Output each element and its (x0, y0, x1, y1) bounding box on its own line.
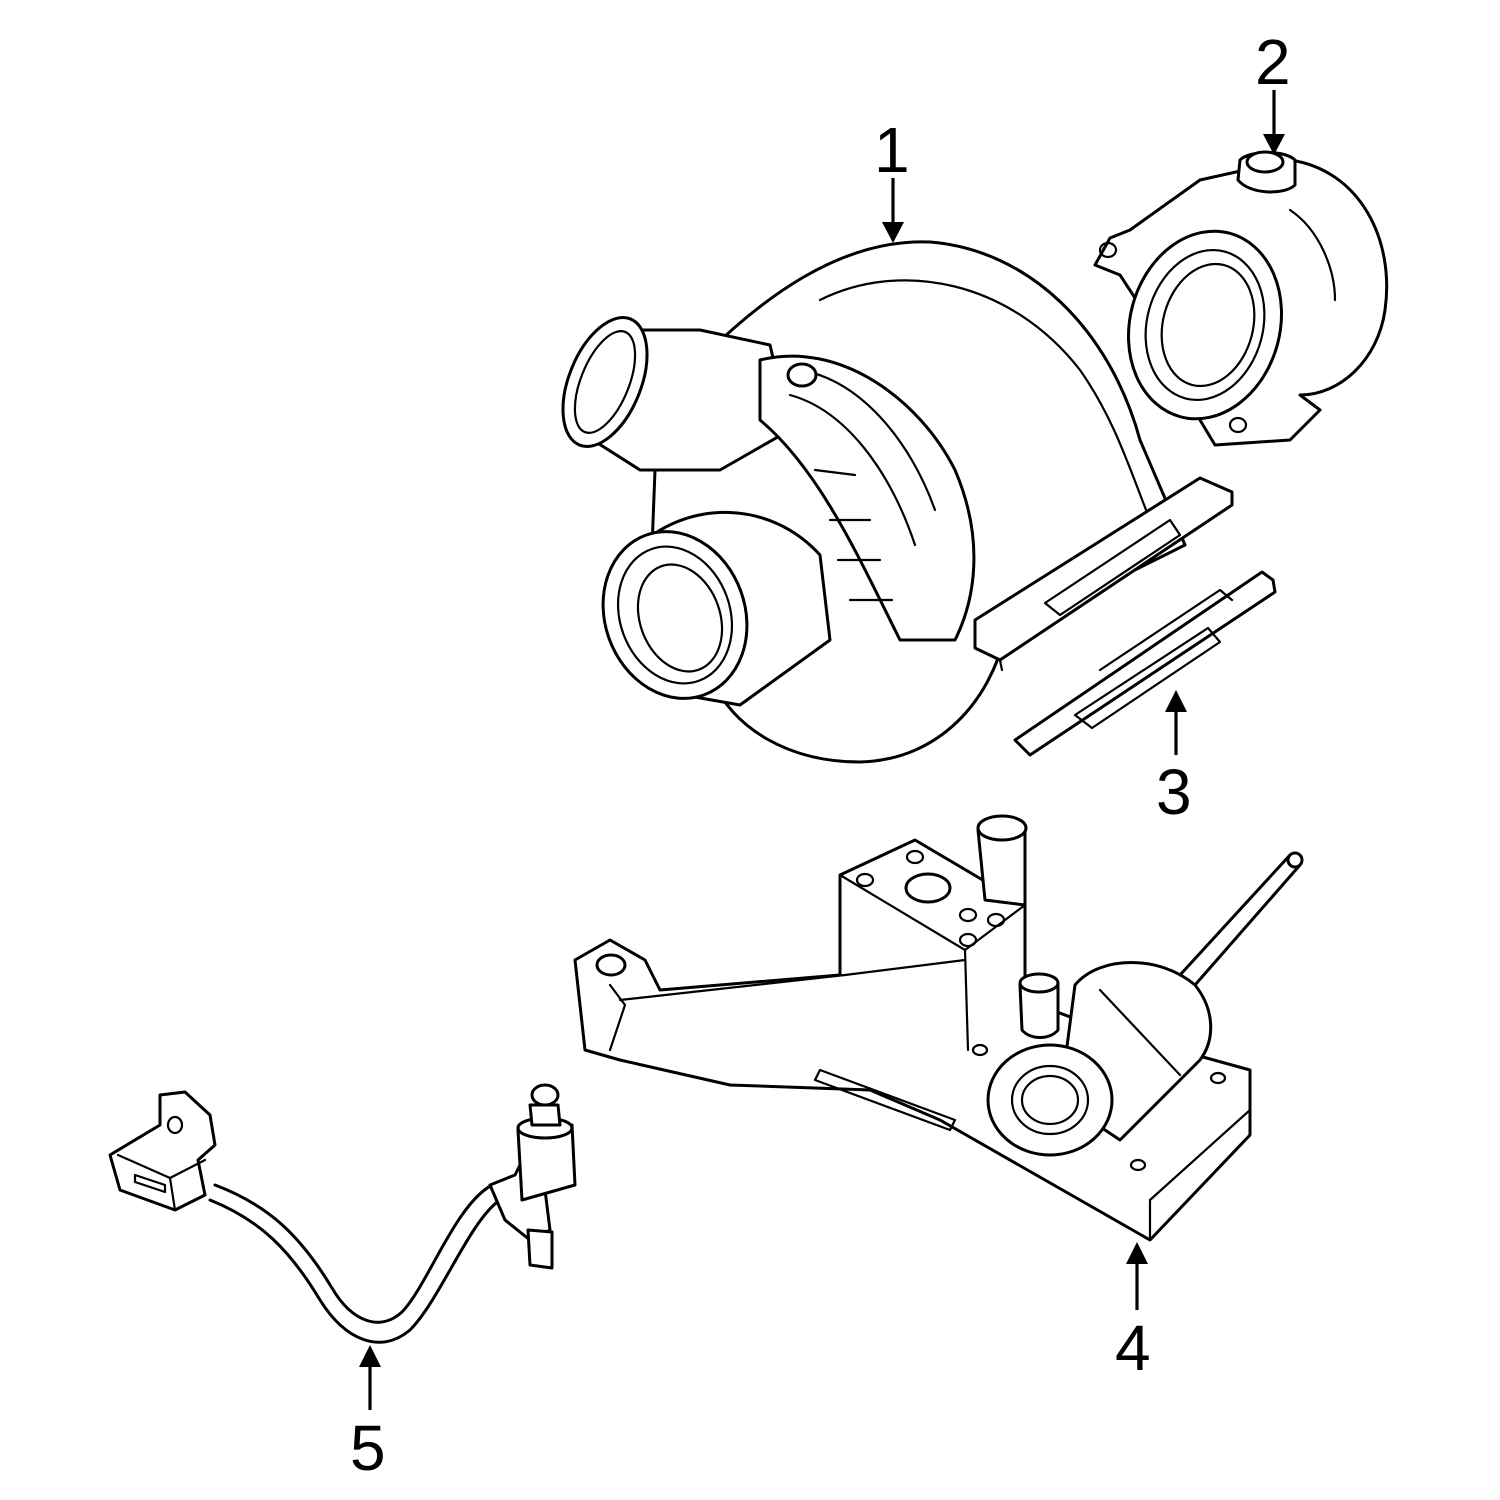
callout-5-label: 5 (350, 1412, 386, 1484)
part-4-mounting-bracket[interactable] (573, 814, 1304, 1242)
part-3-gasket[interactable] (1013, 570, 1277, 757)
part-2-elbow-adapter[interactable] (1093, 150, 1389, 447)
part-1-turbocharger[interactable] (546, 240, 1234, 764)
callout-5: 5 (350, 1345, 386, 1484)
callout-3-arrowhead (1165, 690, 1187, 712)
callout-3-label: 3 (1156, 756, 1192, 828)
part-5-sensor-harness[interactable] (108, 1083, 577, 1344)
callout-4-label: 4 (1115, 1312, 1151, 1384)
callout-3: 3 (1156, 690, 1192, 828)
callout-4: 4 (1115, 1242, 1151, 1384)
callout-2-label: 2 (1255, 26, 1291, 98)
callout-5-arrowhead (359, 1345, 381, 1367)
callout-2: 2 (1255, 26, 1291, 155)
callout-1-arrowhead (882, 222, 904, 243)
callout-4-arrowhead (1126, 1242, 1148, 1264)
callout-1-label: 1 (874, 114, 910, 186)
callout-1: 1 (874, 114, 910, 243)
callout-2-arrowhead (1263, 134, 1285, 155)
